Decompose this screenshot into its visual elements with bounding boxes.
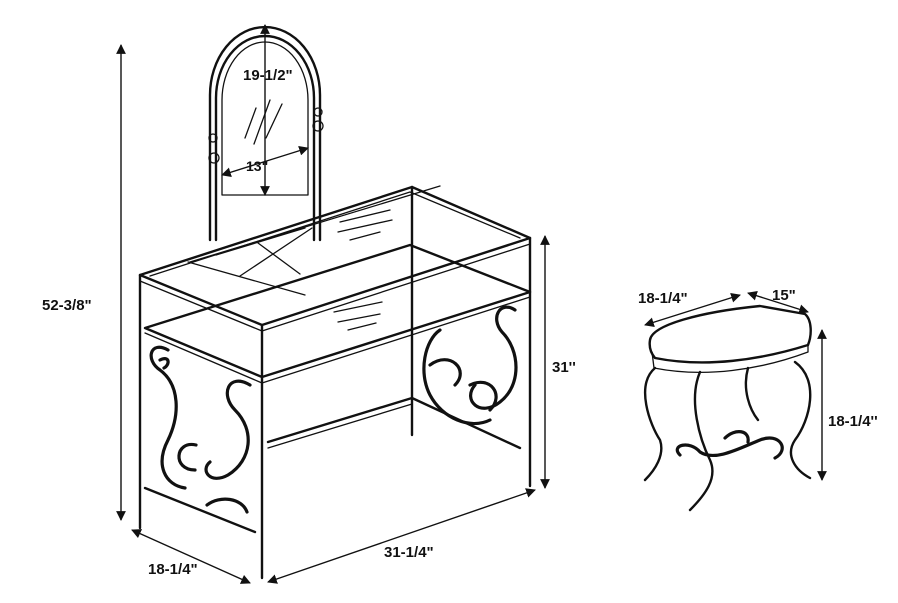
table-scrollwork [149, 305, 518, 514]
table-width-label: 31-1/4" [384, 544, 434, 561]
overall-height-label: 52-3/8" [42, 297, 92, 314]
stool-depth-label: 15" [772, 287, 796, 304]
stool [643, 304, 812, 512]
table-height-label: 31'' [552, 359, 576, 376]
stool-width-label: 18-1/4" [638, 290, 688, 307]
mirror-height-label: 19-1/2" [243, 67, 293, 84]
mirror-width-label: 13" [246, 158, 268, 174]
stool-height-label: 18-1/4'' [828, 413, 878, 430]
mirror [208, 25, 324, 242]
table-depth-label: 18-1/4" [148, 561, 198, 578]
vanity-table [138, 185, 532, 580]
dimension-lines [116, 24, 827, 584]
